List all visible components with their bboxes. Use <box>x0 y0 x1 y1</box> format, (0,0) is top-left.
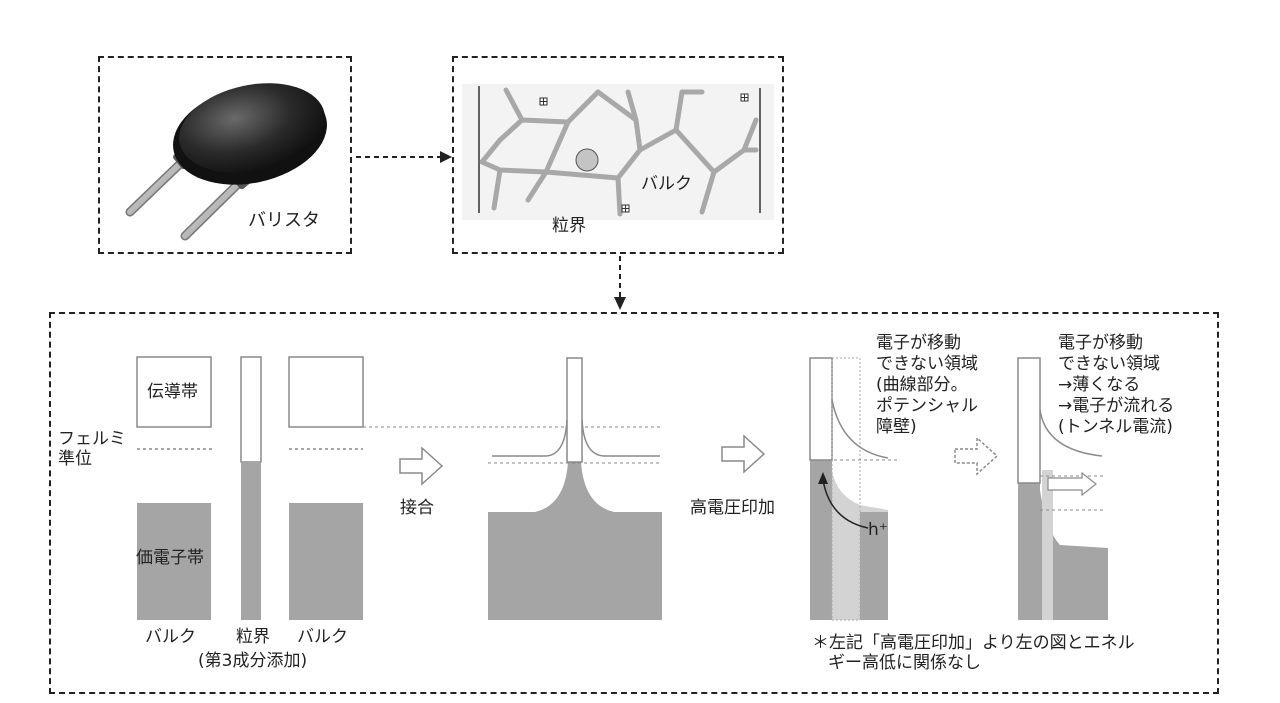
arrow-down-icon <box>614 256 626 310</box>
tunnel-note: 電子が移動 できない領域 →薄くなる →電子が流れる (トンネル電流) <box>1058 333 1175 438</box>
stage3-band-diagram <box>809 357 900 621</box>
footnote: ＊左記「高電圧印加」より左の図とエネル ギー高低に関係なし <box>812 633 1135 674</box>
high-voltage-label: 高電圧印加 <box>690 498 775 518</box>
additive-label: (第3成分添加) <box>198 651 308 671</box>
fermi-level-label: フェルミ 準位 <box>58 429 126 470</box>
varistor-photo-icon <box>125 83 327 241</box>
hollow-arrow-icon <box>399 434 999 486</box>
conduction-band-label: 伝導帯 <box>147 382 198 402</box>
stage4-band-diagram <box>1017 357 1108 620</box>
grain-boundary-bottom-label: 粒界 <box>236 627 270 647</box>
stage2-band-diagram <box>488 357 662 620</box>
bulk-left-label: バルク <box>145 627 196 647</box>
hole-label: h⁺ <box>868 520 888 540</box>
varistor-photo-frame <box>98 56 352 254</box>
arrow-right-icon <box>356 151 452 163</box>
valence-band-label: 価電子帯 <box>136 548 204 568</box>
bulk-right-label: バルク <box>297 627 348 647</box>
grain-microstructure-icon <box>462 84 774 220</box>
grain-boundary-label-micro: 粒界 <box>552 216 586 236</box>
stage1-band-diagram <box>136 356 660 620</box>
barrier-note: 電子が移動 できない領域 (曲線部分。 ポテンシャル 障壁) <box>876 333 978 438</box>
varistor-label: バリスタ <box>248 210 320 231</box>
bulk-label-micro: バルク <box>641 174 692 194</box>
band-diagram-frame <box>49 312 1219 694</box>
junction-label: 接合 <box>400 498 434 518</box>
microstructure-frame <box>452 56 784 254</box>
